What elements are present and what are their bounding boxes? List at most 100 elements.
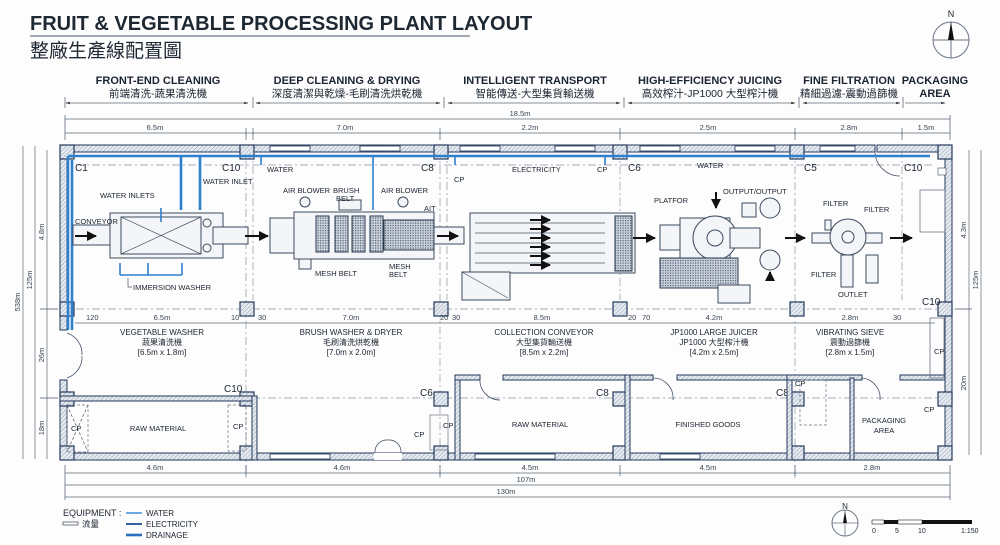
plan-subtitle: 整廠生產線配置圖 (30, 39, 182, 62)
eq-4-name: JP1000 LARGE JUICER (670, 328, 758, 337)
dim-mid-8: 8.5m (534, 313, 551, 322)
room-packaging-2: AREA (874, 426, 894, 435)
plan-title: FRUIT & VEGETABLE PROCESSING PLANT LAYOU… (30, 13, 532, 35)
stage-3-title: INTELLIGENT TRANSPORT (463, 75, 607, 87)
column-c10-bottom: C10 (224, 384, 243, 395)
label-filter-2: FILTER (864, 205, 890, 214)
dim-mid-12: 2.8m (842, 313, 859, 322)
dim-bottom-2: 4.6m (334, 463, 351, 472)
label-air-blower-1: AIR BLOWER (283, 186, 331, 195)
dim-bottom-5: 2.8m (864, 463, 881, 472)
label-platfor: PLATFOR (654, 196, 689, 205)
dim-mid-3: 10 (231, 313, 239, 322)
mid-dimensions: 120 6.5m 10 30 7.0m 30 20 8.5m 20 70 4.2… (75, 313, 935, 324)
column-c10-top: C10 (222, 163, 241, 174)
label-brush-belt-2: BELT (336, 194, 355, 203)
stage-2-title: DEEP CLEANING & DRYING (274, 75, 421, 87)
columns (59, 144, 953, 461)
eq-2-size: [7.0m x 2.0m] (327, 348, 375, 357)
dim-top-3: 2.2m (522, 123, 539, 132)
dim-mid-1: 120 (86, 313, 99, 322)
column-c8-top: C8 (421, 163, 434, 174)
dim-left-2: 26m (37, 348, 46, 363)
column-c1: C1 (75, 163, 88, 174)
dim-top-2: 7.0m (337, 123, 354, 132)
eq-2-name: BRUSH WASHER & DRYER (300, 328, 403, 337)
dim-bottom-1: 4.6m (147, 463, 164, 472)
eq-5-name-zh: 震動過篩機 (830, 337, 870, 347)
column-c10-right-top: C10 (904, 163, 923, 174)
label-mesh-belt-2a: MESH (389, 262, 411, 271)
dim-left-overall: 538m (13, 293, 22, 312)
label-cp-1: CP (454, 175, 464, 184)
room-cp-7: CP (934, 347, 944, 356)
label-filter-1: FILTER (823, 199, 849, 208)
dim-top-5: 2.8m (841, 123, 858, 132)
eq-4-name-zh: JP1000 大型榨汁機 (679, 337, 748, 347)
legend-drainage: DRAINAGE (146, 531, 188, 540)
label-electricity: ELECTRICITY (512, 165, 561, 174)
dim-mid-2: 6.5m (154, 313, 171, 322)
lower-room-walls (59, 317, 946, 461)
label-air-blower-2: AIR BLOWER (381, 186, 429, 195)
label-immersion-washer: IMMERSION WASHER (133, 283, 212, 292)
scale-tick-10: 10 (918, 528, 926, 535)
north-label: N (948, 9, 955, 19)
room-raw-material-1: RAW MATERIAL (130, 424, 186, 433)
room-cp-2: CP (233, 422, 243, 431)
label-water-2: WATER (697, 161, 724, 170)
water-pipes (66, 154, 930, 330)
stage-4-title: HIGH-EFFICIENCY JUICING (638, 75, 782, 87)
dim-left-3: 18m (37, 421, 46, 436)
room-cp-6: CP (924, 405, 934, 414)
eq-1-size: [6.5m x 1.8m] (138, 348, 186, 357)
stage-1-title: FRONT-END CLEANING (96, 75, 221, 87)
label-filter-3: FILTER (811, 270, 837, 279)
column-c8-bottom-2: C8 (776, 388, 789, 399)
dim-left-middle: 125m (25, 271, 34, 290)
equipment-descriptions: VEGETABLE WASHER 蔬果清洗機 [6.5m x 1.8m] BRU… (120, 328, 884, 357)
dim-overall-width: 18.5m (510, 109, 531, 118)
label-ait: AIT (424, 204, 436, 213)
dim-mid-13: 30 (893, 313, 901, 322)
packaging-machine (919, 189, 946, 233)
stage-2-title-zh: 深度清潔與乾燥-毛刷清洗烘乾機 (272, 87, 423, 100)
left-dimensions: 538m 125m 4.8m 26m 18m (13, 146, 58, 459)
column-c8-bottom-1: C8 (596, 388, 609, 399)
dim-bottom-total-2: 130m (497, 487, 516, 496)
outer-walls (59, 144, 953, 461)
scale-tick-0: 0 (872, 528, 876, 535)
label-brush-belt-1: BRUSH (333, 186, 359, 195)
eq-1-name-zh: 蔬果清洗機 (142, 337, 182, 347)
scale-bar: 0 5 10 1:150 (871, 519, 979, 535)
bottom-dimensions: 4.6m 4.6m 4.5m 4.5m 2.8m 107m 130m (64, 463, 951, 500)
label-water-1: WATER (267, 165, 294, 174)
dim-mid-11: 4.2m (706, 313, 723, 322)
collection-conveyor (461, 212, 656, 301)
top-dimensions: 18.5m 6.5m 7.0m 2.2m 2.5m 2.8m 1.5m (64, 109, 951, 140)
eq-4-size: [4.2m x 2.5m] (690, 348, 738, 357)
dim-bottom-3: 4.5m (522, 463, 539, 472)
stage-5-title: FINE FILTRATION (803, 75, 895, 87)
eq-3-size: [8.5m x 2.2m] (520, 348, 568, 357)
label-mesh-belt-2b: BELT (389, 270, 408, 279)
doors (60, 151, 901, 460)
stage-6-title: PACKAGING (902, 75, 968, 87)
legend-title: EQUIPMENT : (63, 508, 121, 518)
north-label-bottom: N (842, 502, 848, 511)
dim-top-4: 2.5m (700, 123, 717, 132)
dim-mid-9: 20 (440, 313, 448, 322)
dim-bottom-total-1: 107m (517, 475, 536, 484)
dim-bottom-4: 4.5m (700, 463, 717, 472)
legend: EQUIPMENT : 流量 WATER ELECTRICITY DRAINAG… (62, 508, 199, 540)
room-raw-material-2: RAW MATERIAL (512, 420, 568, 429)
vegetable-washer (72, 208, 269, 259)
column-labels: C1 C10 C8 C6 C5 C10 C10 C10 C6 C8 C8 (75, 163, 941, 399)
stage-5-title-zh: 精細過濾-震動過篩機 (800, 87, 898, 100)
stage-6-title-2: AREA (919, 88, 950, 100)
legend-electricity: ELECTRICITY (146, 520, 199, 529)
eq-1-name: VEGETABLE WASHER (120, 328, 204, 337)
jp1000-juicer (659, 192, 806, 304)
dim-top-1: 6.5m (147, 123, 164, 132)
